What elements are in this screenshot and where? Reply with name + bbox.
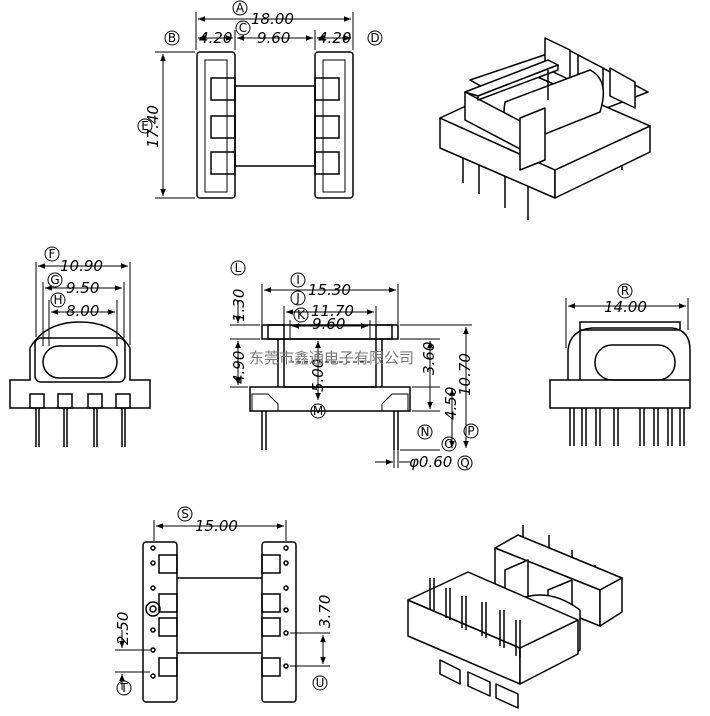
dim-u: 3.70 — [316, 595, 334, 628]
right-view — [549, 321, 691, 446]
dim-pin-diameter: φ0.60 — [409, 453, 452, 471]
side-view — [249, 324, 411, 450]
dim-l: 1.30 — [230, 289, 248, 322]
dim-i: 15.30 — [308, 281, 351, 299]
dim-g: 9.50 — [66, 279, 99, 297]
front-view — [9, 321, 151, 447]
dim-k: 9.60 — [312, 315, 345, 333]
watermark: 东莞市鑫通电子有限公司 — [249, 349, 414, 367]
top-left-flange — [196, 51, 236, 199]
top-dimensions — [137, 0, 383, 199]
callout-h: H — [53, 293, 62, 307]
callout-n: N — [421, 425, 430, 439]
dim-h: 8.00 — [66, 302, 99, 320]
callout-j: J — [295, 291, 300, 305]
callout-t: T — [119, 681, 128, 695]
dim-m: 5.00 — [309, 359, 327, 392]
callout-r: R — [621, 284, 629, 298]
right-dimensions — [565, 283, 689, 348]
top-view — [196, 51, 354, 199]
callout-m: M — [313, 404, 323, 418]
dim-j: 11.70 — [311, 302, 354, 320]
callout-a: A — [236, 1, 245, 15]
dim-core-width: 9.60 — [257, 29, 290, 47]
callout-l: L — [235, 261, 242, 275]
dim-s: 15.00 — [195, 517, 238, 535]
top-bobbin-core — [234, 85, 316, 167]
top-right-flange — [314, 51, 354, 199]
callout-s: S — [181, 507, 189, 521]
callout-c: C — [239, 21, 247, 35]
callout-k: K — [297, 308, 306, 322]
isometric-bobbin-top — [439, 37, 651, 220]
dim-overall-width: 18.00 — [251, 10, 294, 28]
dim-t: 2.50 — [114, 612, 132, 645]
bottom-dimensions — [115, 506, 330, 696]
callout-b: B — [168, 31, 176, 45]
callout-o: O — [444, 437, 453, 451]
callout-e: E — [141, 119, 149, 133]
dim-overall-height: 17.40 — [144, 105, 162, 148]
side-dimensions — [230, 260, 479, 471]
callout-i: I — [296, 273, 300, 287]
front-dimensions — [35, 246, 131, 346]
callout-q: Q — [460, 456, 469, 470]
dim-n: 3.60 — [420, 342, 438, 375]
bottom-view — [142, 541, 297, 703]
dim-r: 14.00 — [604, 298, 647, 316]
callout-u: U — [316, 676, 325, 690]
dim-o: 4.50 — [442, 387, 460, 420]
callout-g: G — [50, 273, 59, 287]
dim-p: 10.70 — [456, 353, 474, 396]
callout-d: D — [370, 31, 379, 45]
isometric-bobbin-bottom — [407, 525, 623, 709]
callout-p: P — [467, 424, 474, 438]
dim-l2: 4.90 — [230, 351, 248, 384]
dim-right-flange: 4.20 — [318, 29, 351, 47]
dim-left-flange: 4.20 — [199, 29, 232, 47]
callout-f: F — [49, 247, 56, 261]
dim-f: 10.90 — [60, 257, 103, 275]
